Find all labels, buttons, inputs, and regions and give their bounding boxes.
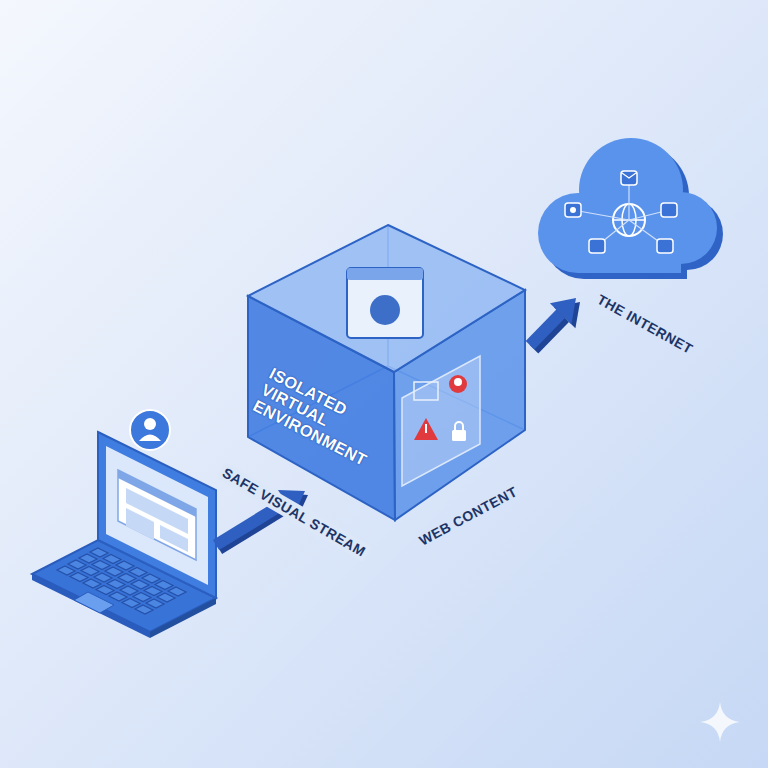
key <box>92 561 110 570</box>
threat-panel <box>402 356 480 486</box>
sparkle-mark <box>700 702 740 742</box>
key <box>144 587 162 596</box>
key <box>129 568 147 577</box>
cube-illustration <box>248 225 525 520</box>
key <box>81 567 99 576</box>
key <box>133 593 151 602</box>
key <box>122 599 140 608</box>
laptop-illustration <box>32 432 216 638</box>
key <box>107 580 125 589</box>
key <box>109 592 127 601</box>
key <box>131 580 149 589</box>
shape-outline <box>245 222 530 534</box>
key <box>105 567 123 576</box>
node-title: THE INTERNET <box>594 291 695 357</box>
key <box>155 581 173 590</box>
flow-arrow <box>530 298 580 349</box>
key <box>118 574 136 583</box>
key <box>142 574 160 583</box>
node-title: ISOLATED VIRTUAL ENVIRONMENT <box>250 365 386 469</box>
key <box>70 573 88 582</box>
isolation-cube: ISOLATED VIRTUAL ENVIRONMENT <box>245 222 530 534</box>
shape-outline <box>533 128 720 303</box>
key <box>168 587 186 596</box>
key <box>79 554 97 563</box>
cloud-illustration <box>538 138 723 279</box>
key <box>96 586 114 595</box>
browser-icon <box>347 268 423 338</box>
key <box>116 561 134 570</box>
key <box>157 593 175 602</box>
key <box>57 566 75 575</box>
key <box>83 579 101 588</box>
key <box>146 599 164 608</box>
key <box>94 573 112 582</box>
key <box>103 555 121 564</box>
key <box>120 586 138 595</box>
key <box>135 605 153 614</box>
key <box>90 548 108 557</box>
user-icon <box>130 410 170 450</box>
internet-cloud: THE INTERNET <box>533 128 720 303</box>
key <box>68 560 86 569</box>
